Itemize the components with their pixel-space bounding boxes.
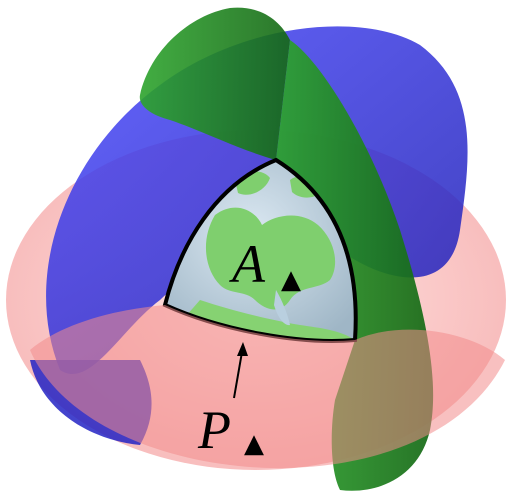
pointer-arrow [233,342,248,399]
polygon-label-p: P [197,400,231,460]
red-plane-front [30,305,505,469]
region-marker-icon: ▲ [281,265,301,295]
region-label-a: A [229,234,266,294]
polygon-marker-icon: ▲ [244,429,264,459]
